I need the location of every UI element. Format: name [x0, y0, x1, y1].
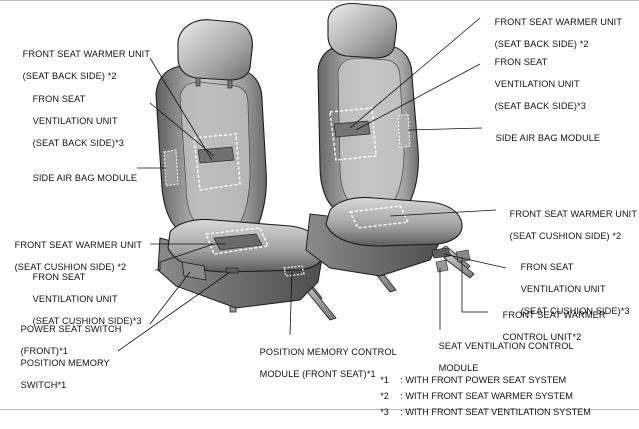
label-line: FRON SEAT — [32, 272, 86, 282]
label-right-airbag: SIDE AIR BAG MODULE — [485, 122, 600, 155]
label-line: FRONT SEAT WARMER UNIT — [22, 49, 151, 59]
footnote-text: : WITH FRONT SEAT WARMER SYSTEM — [400, 391, 573, 401]
right-seat-cushion-ventilation-unit — [431, 247, 451, 259]
label-line: FRON SEAT — [32, 94, 86, 104]
label-line: (SEAT CUSHION SIDE) *2 — [509, 231, 622, 241]
right-seat-back-ventilation-unit — [333, 120, 371, 138]
left-position-memory-control-module — [283, 265, 305, 277]
label-line: FRON SEAT — [520, 262, 574, 272]
leader-left-cushion-vent — [155, 243, 215, 271]
label-line: (FRONT)*1 — [20, 346, 68, 356]
label-line: VENTILATION UNIT — [494, 79, 580, 89]
footnote-mark: *1 — [380, 375, 389, 385]
leader-right-cushion-vent — [443, 253, 507, 269]
label-line: (SEAT CUSHION SIDE) *2 — [14, 262, 127, 272]
leader-right-warmer-control — [461, 258, 488, 313]
left-seat-headrest — [177, 19, 253, 81]
label-line: SIDE AIR BAG MODULE — [495, 133, 601, 143]
label-line: POSITION MEMORY CONTROL — [259, 347, 397, 357]
right-seat-ventilation-control-module — [435, 259, 449, 273]
right-seat-side-airbag — [397, 113, 411, 149]
label-line: VENTILATION UNIT — [32, 116, 118, 126]
leader-right-cushion-warmer — [389, 209, 497, 217]
label-line: MODULE (FRONT SEAT)*1 — [259, 369, 376, 379]
label-line: (SEAT BACK SIDE)*3 — [32, 138, 124, 148]
left-seat-back-ventilation-unit — [197, 146, 235, 164]
left-seat-cushion-warmer-unit — [205, 227, 270, 255]
label-line: FRON SEAT — [494, 57, 548, 67]
label-line: FRONT SEAT WARMER UNIT — [14, 240, 143, 250]
seat-components-diagram: FRONT SEAT WARMER UNIT (SEAT BACK SIDE) … — [0, 0, 639, 417]
footnote-mark: *2 — [380, 391, 389, 401]
label-left-cushion-warmer: FRONT SEAT WARMER UNIT (SEAT CUSHION SID… — [4, 229, 142, 284]
label-line: POWER SEAT SWITCH — [20, 324, 122, 334]
label-left-memory-switch: POSITION MEMORY SWITCH*1 — [10, 347, 110, 402]
right-seat-warmer-control-unit — [455, 249, 471, 263]
left-seat-back-warmer-unit — [193, 133, 241, 191]
label-left-airbag: SIDE AIR BAG MODULE — [22, 162, 137, 195]
label-left-power-switch: POWER SEAT SWITCH (FRONT)*1 — [10, 313, 122, 368]
leader-right-airbag — [407, 127, 483, 131]
label-left-memory-module: POSITION MEMORY CONTROL MODULE (FRONT SE… — [249, 336, 397, 391]
leader-right-back-vent — [355, 63, 481, 131]
leader-lines — [117, 17, 507, 352]
label-line: SWITCH*1 — [20, 380, 67, 390]
right-seat-headrest — [327, 2, 398, 59]
label-line: VENTILATION UNIT — [520, 284, 606, 294]
label-right-back-warmer: FRONT SEAT WARMER UNIT (SEAT BACK SIDE) … — [484, 6, 622, 61]
left-position-memory-switch — [225, 267, 239, 274]
label-line: (SEAT CUSHION SIDE)*3 — [32, 316, 142, 326]
label-line: FRONT SEAT WARMER UNIT — [509, 209, 638, 219]
label-line: MODULE — [438, 363, 479, 373]
seats-illustration — [117, 2, 507, 352]
leader-left-memory-switch — [117, 271, 231, 352]
label-line: (SEAT BACK SIDE) *2 — [494, 39, 589, 49]
leader-left-power-switch — [149, 271, 191, 325]
label-right-warmer-control: FRONT SEAT WARMER CONTROL UNIT*2 — [492, 299, 606, 354]
label-right-cushion-vent: FRON SEAT VENTILATION UNIT (SEAT CUSHION… — [510, 251, 630, 328]
footnote-mark: *3 — [380, 407, 389, 417]
label-line: FRONT SEAT WARMER — [502, 310, 606, 320]
label-line: CONTROL UNIT*2 — [502, 332, 582, 342]
label-line: FRONT SEAT WARMER UNIT — [494, 17, 623, 27]
footnote-2: *2 : WITH FRONT SEAT WARMER SYSTEM — [370, 380, 573, 413]
label-line: SIDE AIR BAG MODULE — [32, 173, 138, 183]
footnote-text: : WITH FRONT POWER SEAT SYSTEM — [400, 375, 567, 385]
leader-left-back-warmer — [149, 57, 213, 161]
right-seat-back-warmer-unit — [329, 107, 377, 161]
label-line: (SEAT BACK SIDE) *2 — [22, 71, 117, 81]
label-line: SEAT VENTILATION CONTROL — [438, 341, 574, 351]
footnote-1: *1 : WITH FRONT POWER SEAT SYSTEM — [370, 364, 566, 397]
label-line: (SEAT BACK SIDE)*3 — [494, 101, 586, 111]
label-right-vent-control: SEAT VENTILATION CONTROL MODULE — [428, 330, 574, 385]
leader-left-back-vent — [149, 102, 215, 157]
label-left-cushion-vent: FRON SEAT VENTILATION UNIT (SEAT CUSHION… — [22, 261, 142, 338]
leader-right-back-warmer — [349, 17, 481, 129]
footnote-text: : WITH FRONT SEAT VENTILATION SYSTEM — [400, 407, 591, 417]
right-seat-cushion — [325, 196, 463, 247]
right-seat — [305, 2, 475, 293]
top-border-line — [0, 0, 639, 1]
label-right-cushion-warmer: FRONT SEAT WARMER UNIT (SEAT CUSHION SID… — [499, 198, 637, 253]
left-seat-cushion-ventilation-unit — [213, 233, 263, 251]
left-seat — [155, 19, 337, 321]
left-power-seat-switch — [181, 261, 207, 281]
label-line: POSITION MEMORY — [20, 358, 110, 368]
left-seat-side-airbag — [163, 149, 179, 187]
leader-left-memory-module — [289, 271, 293, 336]
label-line: (SEAT CUSHION SIDE)*3 — [520, 306, 630, 316]
label-right-back-vent: FRON SEAT VENTILATION UNIT (SEAT BACK SI… — [484, 46, 586, 123]
label-line: VENTILATION UNIT — [32, 294, 118, 304]
footnote-3: *3 : WITH FRONT SEAT VENTILATION SYSTEM — [370, 396, 591, 429]
label-left-back-vent: FRON SEAT VENTILATION UNIT (SEAT BACK SI… — [22, 83, 124, 160]
label-left-back-warmer: FRONT SEAT WARMER UNIT (SEAT BACK SIDE) … — [12, 38, 150, 93]
